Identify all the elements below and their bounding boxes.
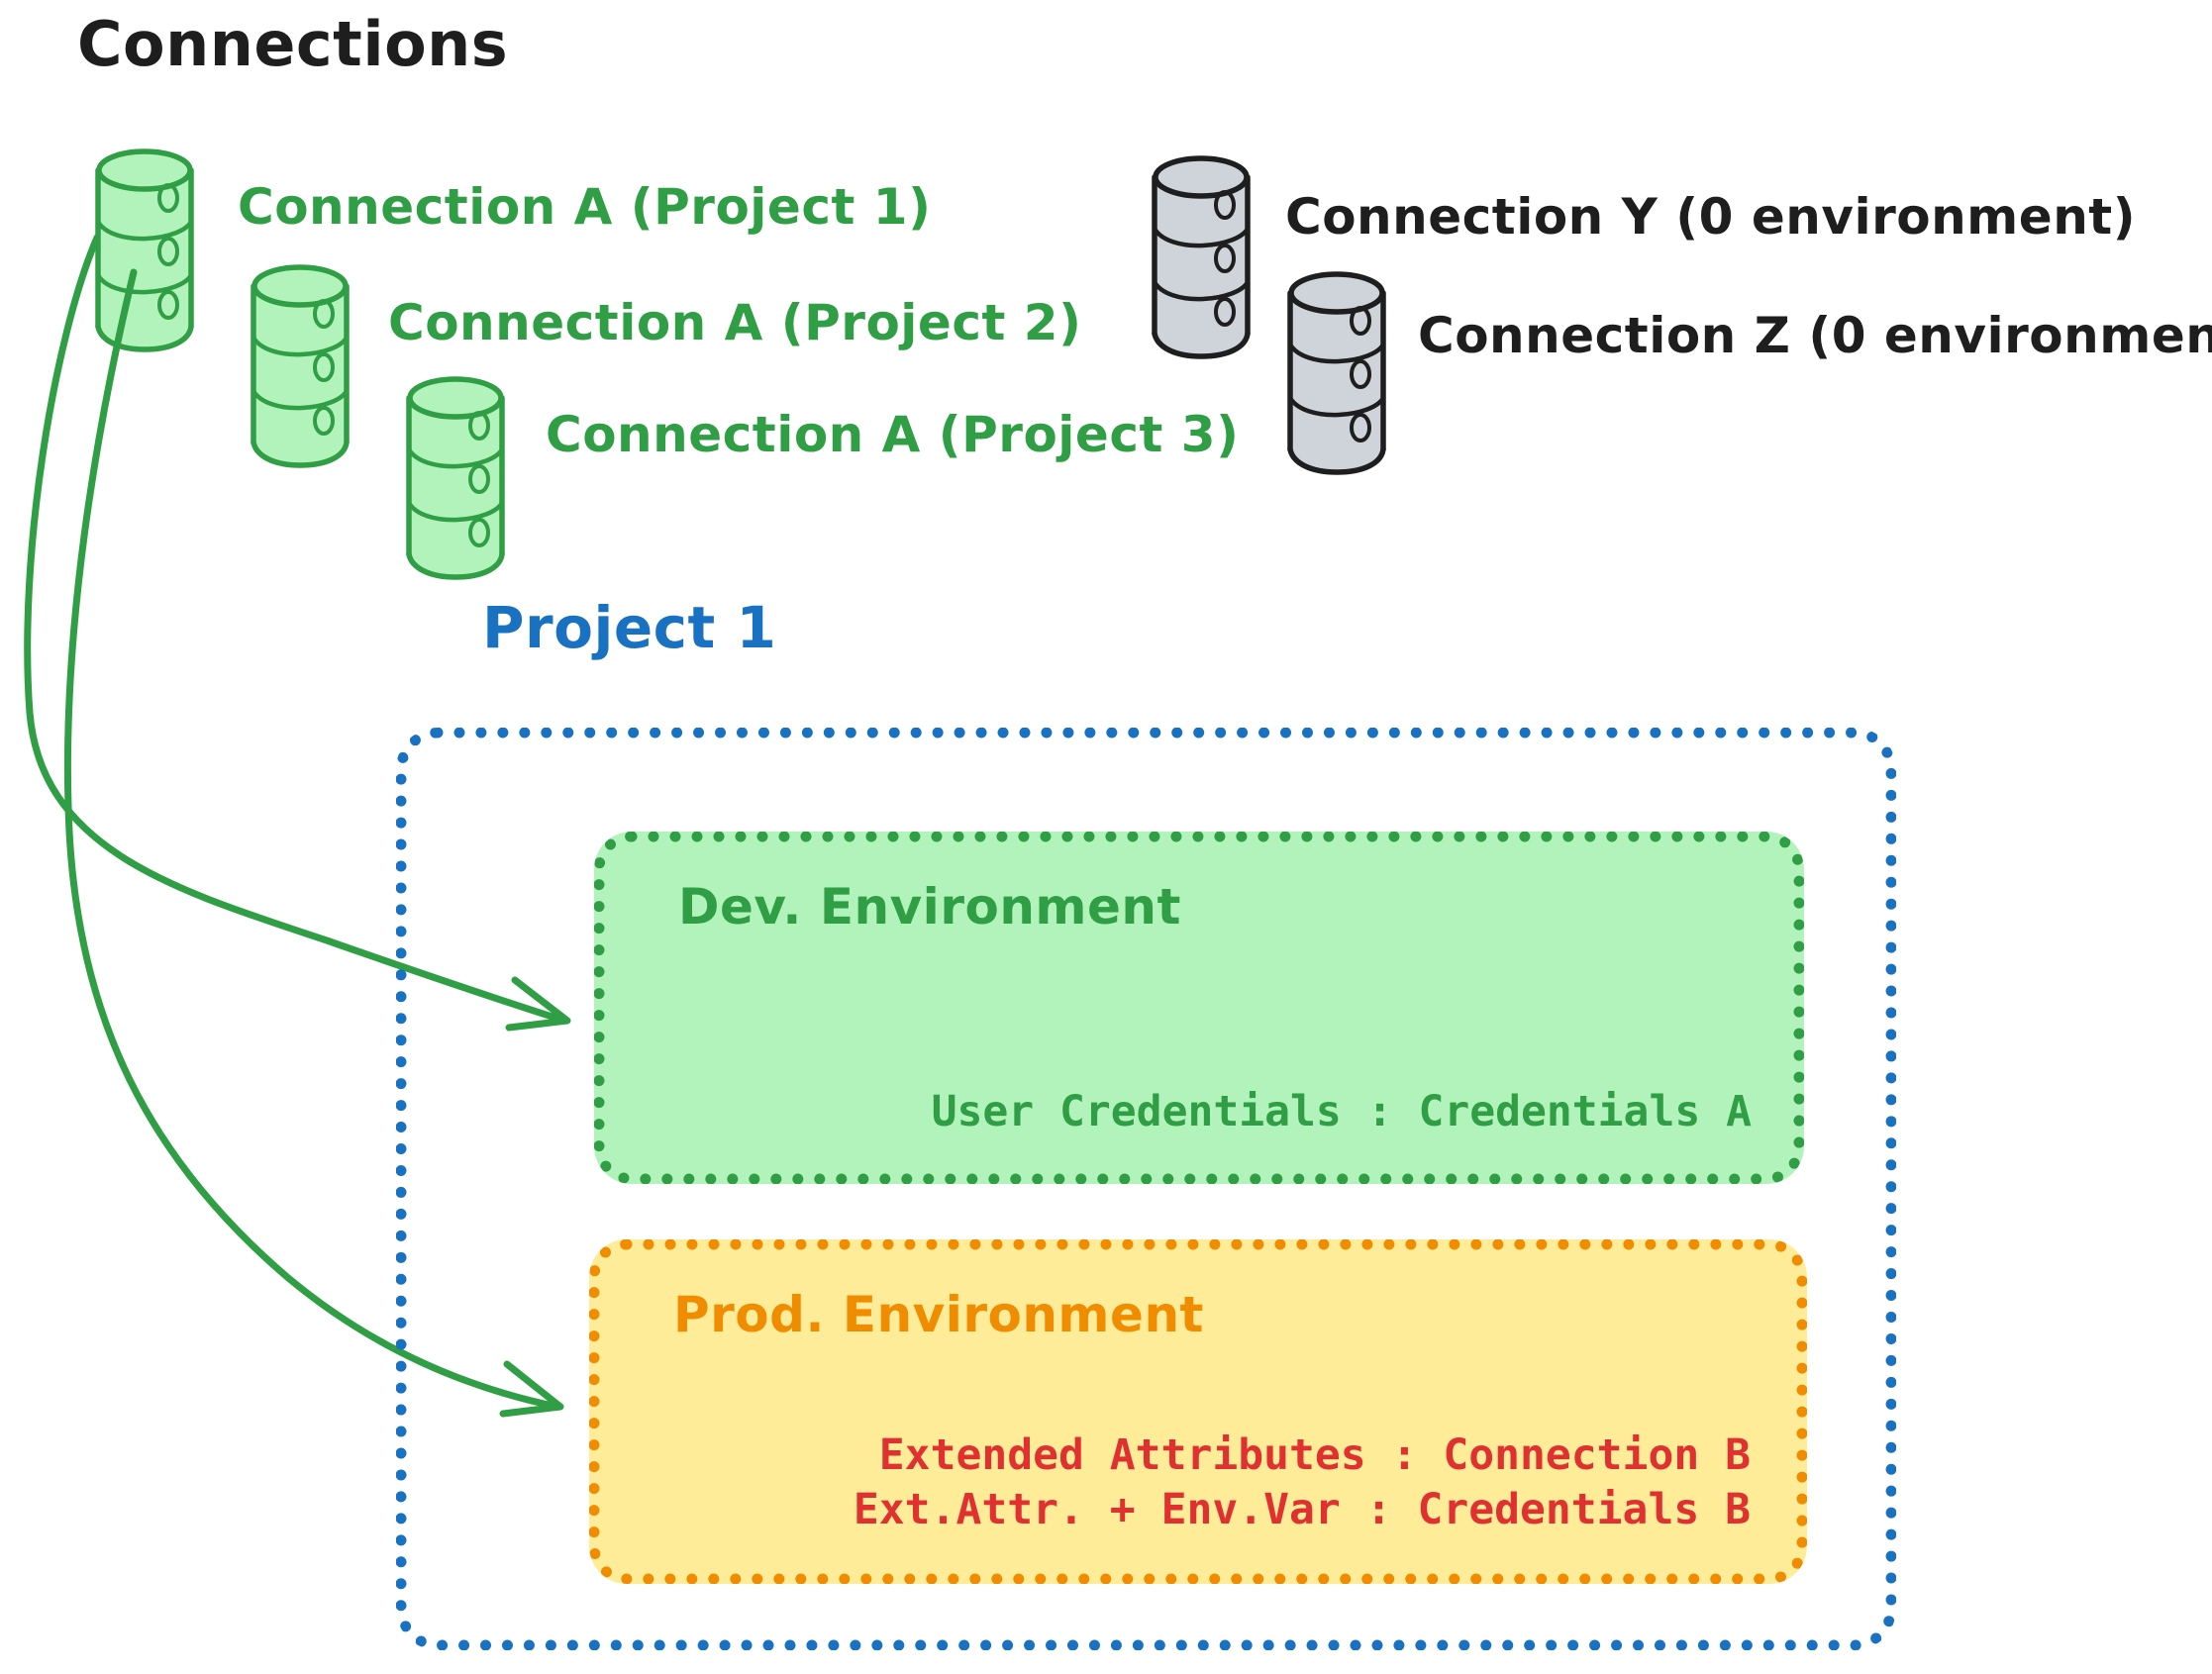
prod-environment-line-1: Extended Attributes : Connection B (878, 1429, 1751, 1480)
dev-environment-title: Dev. Environment (678, 878, 1181, 935)
dev-environment-details: User Credentials : Credentials A (932, 1085, 1752, 1139)
prod-environment-details: Extended Attributes : Connection B Ext.A… (854, 1428, 1751, 1537)
database-icon-conn-y (1152, 155, 1251, 359)
database-icon-conn-z (1287, 271, 1386, 475)
connection-label-conn-a-p2: Connection A (Project 2) (388, 294, 1082, 351)
database-icon-conn-a-p1 (95, 148, 194, 352)
connection-label-conn-z: Connection Z (0 environment) (1418, 307, 2212, 364)
page-title-connections: Connections (77, 8, 509, 80)
prod-environment-line-2: Ext.Attr. + Env.Var : Credentials B (853, 1484, 1751, 1534)
database-icon-conn-a-p3 (406, 376, 505, 580)
connection-label-conn-y: Connection Y (0 environment) (1285, 188, 2137, 246)
connection-label-conn-a-p3: Connection A (Project 3) (546, 406, 1240, 463)
project-title: Project 1 (482, 594, 777, 661)
dev-environment-line-1: User Credentials : Credentials A (931, 1086, 1752, 1136)
dev-environment-box: Dev. Environment User Credentials : Cred… (594, 832, 1804, 1184)
database-icon-conn-a-p2 (251, 264, 350, 468)
prod-environment-title: Prod. Environment (673, 1286, 1204, 1343)
project-1-container (396, 728, 1896, 1650)
connection-label-conn-a-p1: Connection A (Project 1) (238, 178, 932, 236)
prod-environment-box: Prod. Environment Extended Attributes : … (589, 1239, 1807, 1584)
